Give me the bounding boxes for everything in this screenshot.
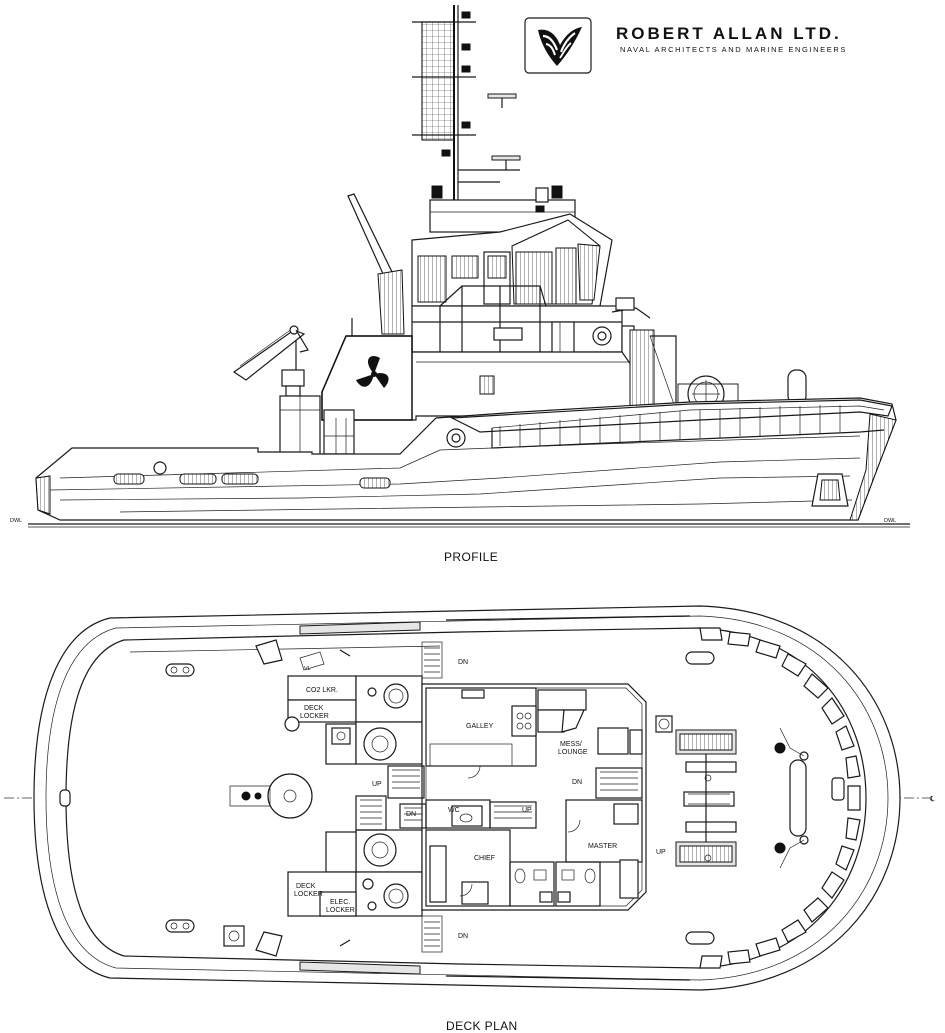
freeing-ports bbox=[113, 473, 391, 489]
propeller-emblem-icon bbox=[356, 355, 389, 388]
aft-towing-point bbox=[229, 773, 313, 819]
master-label: MASTER bbox=[588, 843, 617, 850]
mess-label-1: MESS/ bbox=[560, 741, 582, 748]
chief-label: CHIEF bbox=[474, 855, 495, 862]
fender-segments bbox=[491, 405, 885, 449]
exhaust-stack bbox=[347, 193, 405, 336]
waterline-label-right: DWL bbox=[884, 518, 896, 524]
vl-label: VL bbox=[304, 666, 311, 672]
deck-locker-bottom-label-2: LOCKER bbox=[294, 891, 323, 898]
stair-dn-left: DN bbox=[406, 811, 416, 818]
stair-up-right: UP bbox=[656, 849, 666, 856]
side-fender-strips bbox=[299, 615, 691, 981]
aft-deck-equipment bbox=[323, 409, 355, 455]
profile-caption: PROFILE bbox=[444, 550, 498, 564]
centerline-symbol: ℄ bbox=[929, 796, 935, 803]
wheelhouse-top bbox=[429, 185, 576, 233]
company-subtitle: NAVAL ARCHITECTS AND MARINE ENGINEERS bbox=[620, 45, 847, 54]
mess-label-2: LOUNGE bbox=[558, 749, 588, 756]
hull-outline-inner bbox=[45, 615, 889, 981]
deck-plan-view: ℄ bbox=[4, 605, 935, 1033]
deck-edge-line bbox=[129, 645, 441, 653]
upper-lockers: CO2 LKR. DECK LOCKER VL bbox=[284, 666, 423, 765]
stair-up-center: UP bbox=[522, 807, 532, 814]
design-waterline: DWL DWL bbox=[10, 518, 910, 528]
stair-labels: DN DN UP DN UP DN UP bbox=[355, 641, 666, 953]
davits bbox=[255, 639, 351, 957]
elec-locker-label-2: LOCKER bbox=[326, 907, 355, 914]
deck-plan-caption: DECK PLAN bbox=[446, 1019, 518, 1033]
deck-locker-bottom-label-1: DECK bbox=[296, 883, 316, 890]
wave-emblem-icon bbox=[538, 27, 582, 66]
profile-view: DWL DWL PROFILE bbox=[10, 5, 910, 564]
mast bbox=[412, 5, 521, 200]
towing-winch-plan bbox=[675, 729, 737, 867]
main-deckhouse bbox=[321, 329, 677, 421]
wc-label: WC bbox=[448, 807, 460, 814]
elec-locker-label-1: ELEC. bbox=[330, 899, 350, 906]
wheelhouse bbox=[411, 213, 613, 307]
deck-fittings bbox=[59, 651, 845, 947]
co2-locker-label: CO2 LKR. bbox=[306, 687, 338, 694]
deckhouse-plan: GALLEY MESS/ LOUNGE WC CHIEF bbox=[387, 683, 647, 911]
company-name: ROBERT ALLAN LTD. bbox=[616, 24, 842, 43]
bow-fender-blocks bbox=[699, 627, 861, 969]
deck-crane bbox=[232, 325, 321, 457]
waterline-label-left: DWL bbox=[10, 518, 22, 524]
bow-fittings bbox=[774, 727, 809, 869]
stair-dn-top: DN bbox=[458, 659, 468, 666]
bulwark-line bbox=[65, 627, 867, 969]
deck-locker-top-label-2: LOCKER bbox=[300, 713, 329, 720]
stair-up-left: UP bbox=[372, 781, 382, 788]
hull-profile bbox=[35, 397, 897, 521]
stair-dn-bottom: DN bbox=[458, 933, 468, 940]
stair-dn-right: DN bbox=[572, 779, 582, 786]
deck-locker-top-label-1: DECK bbox=[304, 705, 324, 712]
company-logo-block: ROBERT ALLAN LTD. NAVAL ARCHITECTS AND M… bbox=[524, 17, 847, 74]
lower-lockers: DECK LOCKER ELEC. LOCKER bbox=[287, 829, 423, 917]
galley-label: GALLEY bbox=[466, 723, 494, 730]
